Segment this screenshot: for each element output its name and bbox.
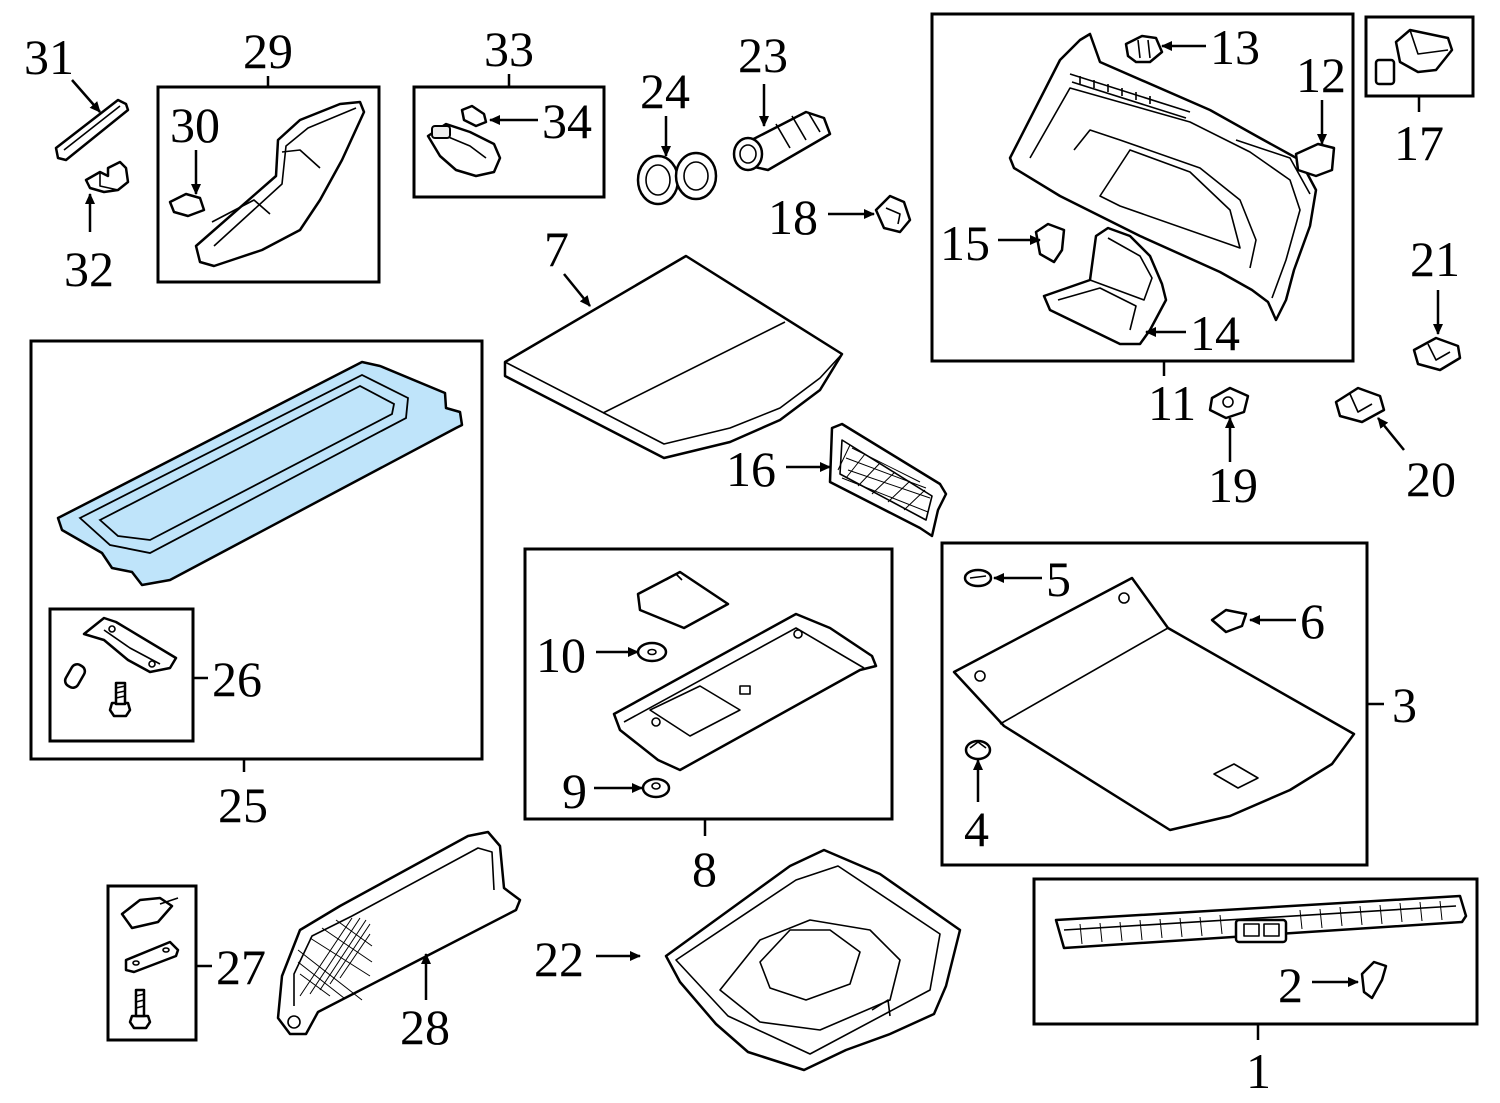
callout-9: 9	[562, 763, 587, 819]
part-8-storage-tray[interactable]	[612, 612, 878, 772]
part-29-side-trim[interactable]	[194, 100, 366, 268]
callout-24: 24	[640, 63, 690, 119]
callout-2: 2	[1278, 957, 1303, 1013]
callout-30: 30	[170, 97, 220, 153]
group-box-27	[106, 884, 198, 1042]
callout-28: 28	[400, 999, 450, 1055]
callout-21: 21	[1410, 231, 1460, 287]
callout-labels: 31 29 30 32 33 34 24 23 18 13 12 17 15 1…	[24, 19, 1460, 1099]
part-3-floor-carpet[interactable]	[952, 576, 1356, 832]
part-4-clip[interactable]	[964, 739, 992, 761]
callout-17: 17	[1394, 115, 1444, 171]
callout-10: 10	[536, 627, 586, 683]
part-26-bracket-kit[interactable]	[63, 616, 178, 718]
callout-16: 16	[726, 441, 776, 497]
group-box-1	[1032, 877, 1479, 1026]
callout-31: 31	[24, 29, 74, 85]
callout-33: 33	[484, 21, 534, 77]
leader-7	[563, 273, 591, 307]
part-22-spare-tire-tub[interactable]	[664, 848, 962, 1072]
part-19-nut[interactable]	[1208, 386, 1250, 420]
callout-25: 25	[218, 777, 268, 833]
part-27-latch-kit[interactable]	[120, 896, 180, 1030]
callout-32: 32	[64, 241, 114, 297]
callout-34: 34	[542, 93, 592, 149]
callout-6: 6	[1300, 593, 1325, 649]
callout-22: 22	[534, 931, 584, 987]
part-33-lamp-housing[interactable]	[426, 122, 502, 178]
callout-29: 29	[243, 23, 293, 79]
callout-26: 26	[212, 651, 262, 707]
group-box-26	[48, 607, 195, 743]
part-2-clip[interactable]	[1360, 960, 1388, 1000]
callout-5: 5	[1046, 551, 1071, 607]
callout-15: 15	[940, 215, 990, 271]
callout-11: 11	[1148, 375, 1196, 431]
leader-20	[1377, 417, 1405, 451]
part-12-clip[interactable]	[1294, 142, 1336, 178]
leader-31	[71, 79, 101, 113]
group-box-25	[29, 339, 484, 761]
part-28-cargo-partition[interactable]	[276, 830, 522, 1036]
group-box-11	[930, 12, 1355, 363]
part-32-clip[interactable]	[84, 160, 130, 194]
part-16-cargo-net[interactable]	[828, 422, 948, 538]
callout-1: 1	[1246, 1043, 1271, 1099]
callout-14: 14	[1190, 305, 1240, 361]
part-5-clip[interactable]	[963, 568, 993, 588]
callout-7: 7	[544, 221, 569, 277]
callout-19: 19	[1208, 457, 1258, 513]
callout-12: 12	[1296, 47, 1346, 103]
callout-13: 13	[1210, 19, 1260, 75]
callout-3: 3	[1392, 677, 1417, 733]
part-14-storage-tray[interactable]	[1042, 226, 1168, 346]
part-13-clip[interactable]	[1124, 34, 1164, 64]
part-10-washer[interactable]	[636, 641, 668, 663]
part-17-bracket[interactable]	[1374, 28, 1454, 86]
part-24-socket-cover[interactable]	[636, 151, 718, 206]
callout-8: 8	[692, 841, 717, 897]
part-1-sill-plate[interactable]	[1054, 894, 1468, 950]
part-25-rear-shelf[interactable]	[56, 360, 464, 587]
part-7-load-floor[interactable]	[503, 254, 844, 460]
group-box-8	[523, 547, 894, 821]
part-9-plug[interactable]	[641, 777, 671, 799]
leader-lines	[71, 41, 1443, 1040]
part-30-clip[interactable]	[168, 192, 206, 218]
part-23-power-socket[interactable]	[732, 110, 832, 172]
part-21-clip[interactable]	[1412, 336, 1462, 372]
callout-27: 27	[216, 939, 266, 995]
part-15-clip[interactable]	[1034, 222, 1066, 264]
part-31-trim-strip[interactable]	[54, 98, 130, 162]
part-34-bulb[interactable]	[460, 104, 488, 128]
callout-20: 20	[1406, 451, 1456, 507]
callout-4: 4	[964, 801, 989, 857]
part-18-clip[interactable]	[874, 194, 912, 234]
part-8-cover-panel[interactable]	[636, 570, 730, 630]
part-20-clip[interactable]	[1334, 386, 1386, 424]
part-11-quarter-trim-panel[interactable]	[1008, 32, 1318, 322]
part-6-clip[interactable]	[1210, 608, 1248, 634]
callout-18: 18	[768, 189, 818, 245]
callout-23: 23	[738, 27, 788, 83]
